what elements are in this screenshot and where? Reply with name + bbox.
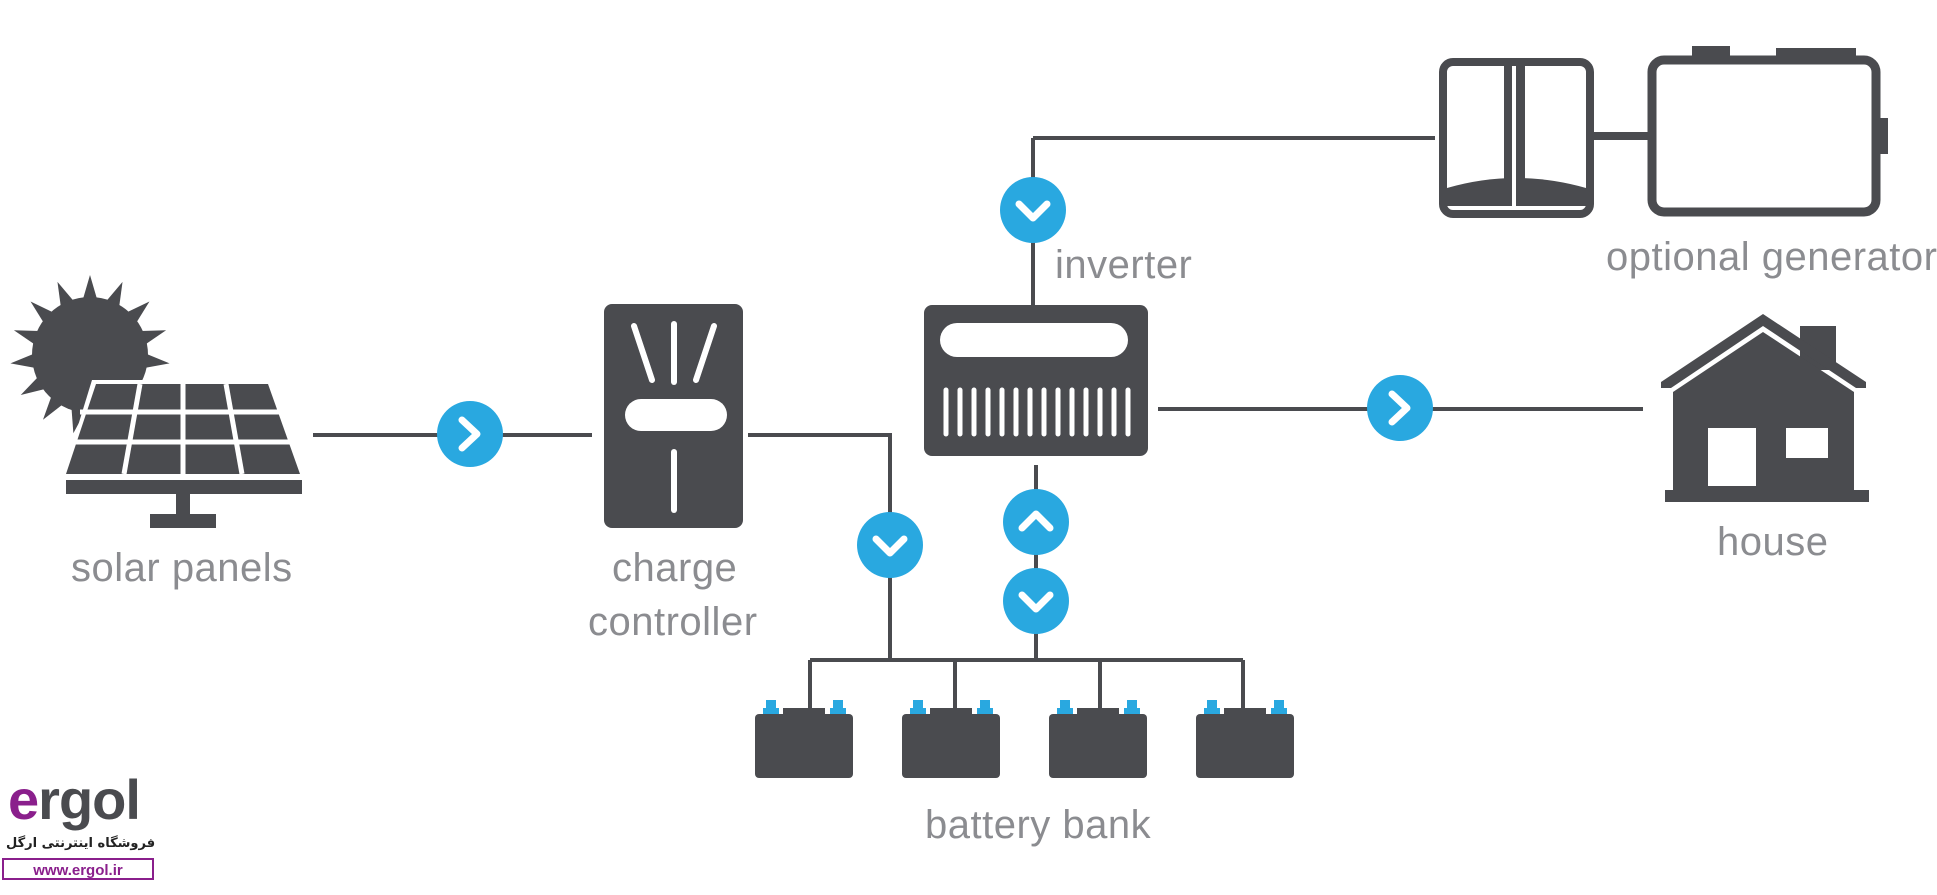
generator-icon [1439, 46, 1888, 218]
arrow-down-icon [857, 512, 923, 578]
arrow-right-icon [437, 401, 503, 467]
generator-tank [1647, 46, 1888, 217]
flow-arrows [437, 177, 1433, 634]
inverter-icon [924, 305, 1148, 456]
logo-letter-e: e [8, 768, 39, 831]
arrow-down-icon [1003, 568, 1069, 634]
logo-letters-rest: rgol [38, 768, 141, 831]
label-charge-controller-line1: charge [612, 546, 738, 590]
label-charge-controller-line2: controller [588, 600, 758, 644]
battery-icon [1196, 700, 1294, 778]
logo-wordmark: ergol [8, 768, 141, 831]
battery-icon [902, 700, 1000, 778]
charge-controller-icon [604, 304, 743, 528]
label-inverter: inverter [1055, 243, 1193, 287]
label-house: house [1717, 520, 1829, 564]
arrow-right-icon [1367, 375, 1433, 441]
label-solar-panels: solar panels [71, 546, 293, 590]
solar-panel-icon [62, 380, 305, 528]
battery-icon [1049, 700, 1147, 778]
label-optional-generator: optional generator [1606, 235, 1937, 279]
line-controller-to-battery [748, 433, 892, 660]
logo-url: www.ergol.ir [2, 858, 154, 880]
generator-engine [1439, 58, 1594, 218]
arrow-down-icon [1000, 177, 1066, 243]
battery-icon [755, 700, 853, 778]
label-battery-bank: battery bank [925, 803, 1152, 847]
logo-tagline: فروشگاه اینترنتی ارگل [6, 836, 156, 851]
house-icon [1661, 314, 1869, 502]
ergol-logo: ergol فروشگاه اینترنتی ارگل www.ergol.ir [0, 770, 160, 890]
arrow-up-icon [1003, 489, 1069, 555]
battery-bank-icons [755, 700, 1294, 778]
